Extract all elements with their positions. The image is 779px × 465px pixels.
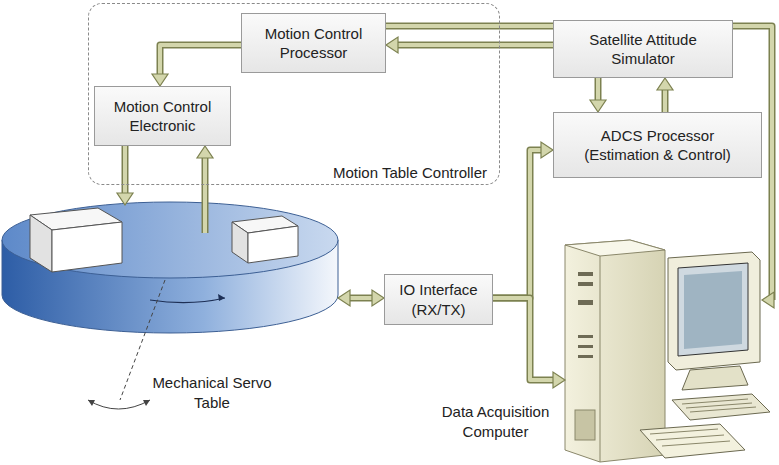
node-caption: Mechanical Servo Table (152, 373, 272, 412)
flow-arrow (493, 142, 553, 298)
flow-arrow (197, 146, 213, 233)
box-label: Motion Control Processor (250, 24, 377, 63)
flow-arrow (152, 45, 241, 86)
computer-drawing (565, 240, 770, 462)
box-label: Satellite Attitude Simulator (562, 30, 724, 69)
controller-group: Motion Table Controller Motion Control Pr… (88, 3, 500, 185)
process-box: Motion Control Electronic (94, 86, 231, 146)
process-box: ADCS Processor (Estimation & Control) (553, 112, 762, 178)
process-box: Satellite Attitude Simulator (553, 20, 733, 78)
flow-arrow (117, 146, 133, 205)
process-box: Motion Control Processor (241, 13, 386, 73)
process-box: IO Interface (RX/TX) (384, 274, 493, 325)
flow-arrow (493, 298, 565, 388)
flow-arrow (657, 78, 673, 112)
flow-arrow (386, 37, 553, 53)
illustrated-node: Mechanical Servo Table (2, 205, 338, 335)
illustrated-node: Data Acquisition Computer (565, 240, 762, 462)
box-label: IO Interface (RX/TX) (393, 280, 484, 319)
box-label: ADCS Processor (Estimation & Control) (562, 126, 753, 165)
node-caption: Motion Table Controller (333, 163, 487, 183)
node-caption: Data Acquisition Computer (433, 402, 558, 441)
flow-arrow (590, 78, 606, 112)
flow-arrow (338, 290, 384, 306)
box-label: Motion Control Electronic (103, 97, 222, 136)
